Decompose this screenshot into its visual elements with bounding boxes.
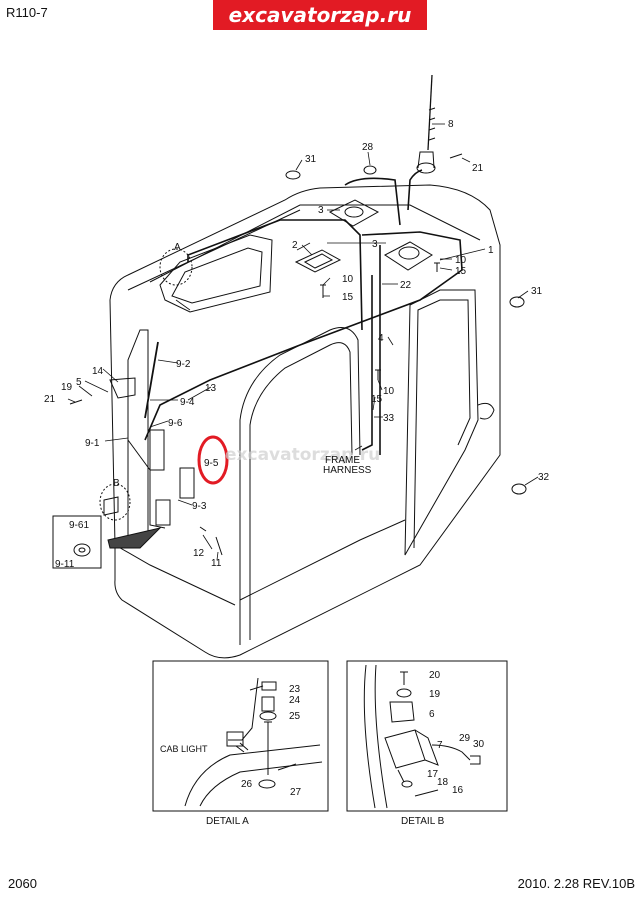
detail-b-6: 6 [429, 709, 435, 720]
detail-a-marker [159, 248, 193, 286]
callout-19: 19 [61, 382, 73, 393]
callout-9-11: 9-11 [55, 559, 75, 570]
wire-harness [144, 169, 463, 455]
cab-outline [109, 184, 501, 659]
detail-b-marker [99, 483, 131, 521]
detail-b-18: 18 [437, 777, 449, 788]
callout-A: A [174, 242, 181, 253]
callout-12: 12 [193, 548, 205, 559]
detail-a-24: 24 [289, 695, 301, 706]
detail-b-19: 19 [429, 689, 441, 700]
callout-31-right: 31 [531, 286, 543, 297]
callout-10-mid: 10 [342, 274, 354, 285]
callout-15-mid: 15 [342, 292, 354, 303]
page-number: 2060 [8, 876, 37, 891]
wiper-assembly [103, 341, 195, 549]
leader-lines [67, 123, 539, 561]
callout-4: 4 [378, 333, 384, 344]
callout-5: 5 [76, 377, 82, 388]
callout-9-3: 9-3 [192, 501, 207, 512]
callout-28: 28 [362, 142, 374, 153]
callout-labels: A B 8 21 31 28 3 3 2 1 10 15 10 15 22 31… [44, 119, 550, 570]
detail-b-20: 20 [429, 670, 441, 681]
callout-3-right: 3 [372, 239, 378, 250]
callout-B: B [113, 478, 120, 489]
callout-9-5: 9-5 [204, 458, 219, 469]
callout-8: 8 [448, 119, 454, 130]
speaker-right [384, 241, 433, 271]
detail-bushing-box [52, 515, 102, 569]
detail-a-23: 23 [289, 684, 301, 695]
detail-b-labels: 20 19 6 7 29 30 17 18 16 DETAIL B [401, 670, 485, 827]
grommets [73, 165, 527, 557]
callout-9-61: 9-61 [69, 520, 89, 531]
frame-label: FRAME [325, 455, 360, 466]
detail-a-box [152, 660, 329, 812]
callout-21-left: 21 [44, 394, 56, 405]
watermark: excavatorzap.ru [225, 445, 380, 465]
detail-b-title: DETAIL B [401, 816, 445, 827]
detail-b-29: 29 [459, 733, 471, 744]
detail-b-7: 7 [437, 740, 443, 751]
callout-2: 2 [292, 240, 298, 251]
callout-9-4: 9-4 [180, 397, 195, 408]
detail-a-26: 26 [241, 779, 253, 790]
callout-21-top: 21 [472, 163, 484, 174]
detail-b-box [346, 660, 508, 812]
callout-32: 32 [538, 472, 550, 483]
detail-a-title: DETAIL A [206, 816, 249, 827]
detail-b-30: 30 [473, 739, 485, 750]
harness-label: HARNESS [323, 465, 372, 476]
callout-31-top: 31 [305, 154, 317, 165]
callout-9-2: 9-2 [176, 359, 191, 370]
speaker-left [328, 199, 380, 227]
model-code: R110-7 [6, 5, 48, 20]
detail-b-16: 16 [452, 785, 464, 796]
callout-13: 13 [205, 383, 217, 394]
callout-1: 1 [488, 245, 494, 256]
callout-15-right: 15 [455, 266, 467, 277]
callout-33: 33 [383, 413, 395, 424]
antenna [416, 74, 463, 174]
cab-light-label: CAB LIGHT [160, 744, 208, 754]
callout-14: 14 [92, 366, 104, 377]
detail-b-17: 17 [427, 769, 439, 780]
callout-10-right: 10 [455, 255, 467, 266]
detail-a-labels: 23 24 25 CAB LIGHT 26 27 DETAIL A [160, 684, 302, 827]
detail-a-27: 27 [290, 787, 302, 798]
callout-22: 22 [400, 280, 412, 291]
highlight-9-5-ring[interactable] [197, 435, 229, 485]
bolts [69, 262, 440, 556]
callout-10-low: 10 [383, 386, 395, 397]
brand-banner[interactable]: excavatorzap.ru [213, 0, 427, 30]
callout-3-left: 3 [318, 205, 324, 216]
callout-9-1: 9-1 [85, 438, 100, 449]
detail-a-25: 25 [289, 711, 301, 722]
callout-9-6: 9-6 [168, 418, 183, 429]
revision-date: 2010. 2.28 REV.10B [517, 876, 635, 891]
callout-15-low: 15 [371, 394, 383, 405]
cab-light-bracket [294, 249, 342, 273]
callout-11: 11 [211, 558, 222, 569]
